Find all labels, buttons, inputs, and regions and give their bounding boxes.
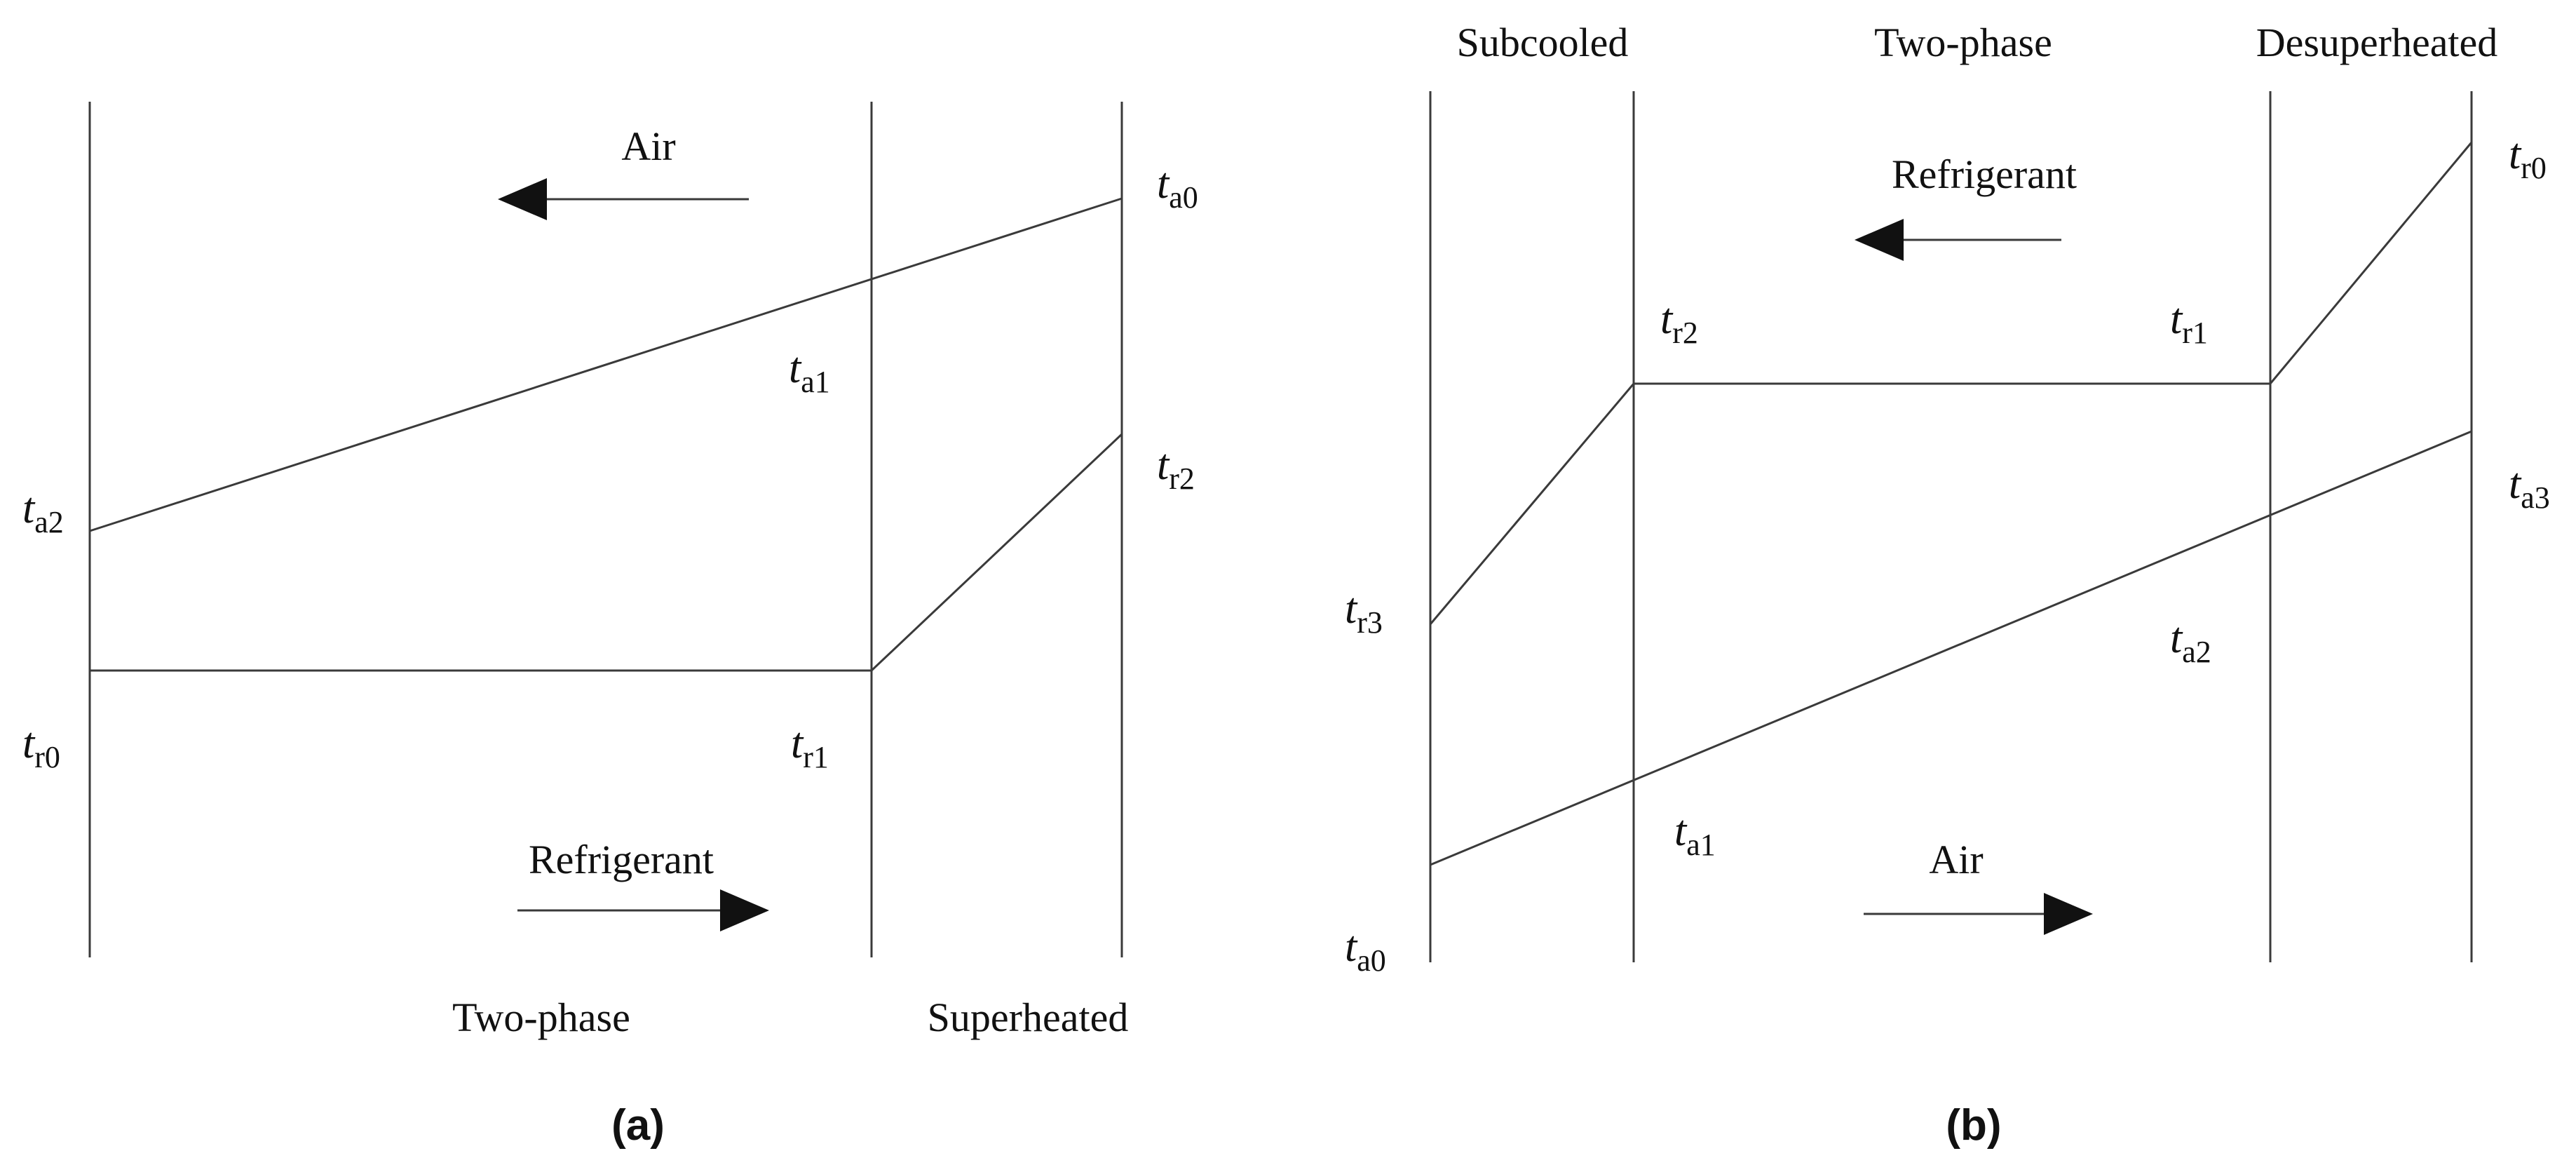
panel-a-label-ta1: ta1 [789,344,830,399]
panel-b-caption: (b) [1946,1101,2001,1150]
panel-b-air-label: Air [1929,837,1983,882]
panel-a-label-tr0: tr0 [22,720,60,774]
panel-a-label-tr1: tr1 [791,720,829,774]
panel-a-label-ta0: ta0 [1157,160,1198,215]
panel-b-label-tr1: tr1 [2170,295,2208,350]
panel-a-air-flow-arrow [498,178,749,220]
panel-a-air-temperature-line [89,197,1123,532]
panel-b: Refrigerant Air Subcooled Two-phase Desu… [1345,20,2550,1150]
panel-a-caption: (a) [611,1101,665,1150]
panel-a-label-tr2: tr2 [1157,441,1195,496]
panel-b-label-ta3: ta3 [2509,460,2550,515]
panel-b-two-phase-label: Two-phase [1874,20,2052,65]
panel-b-refrigerant-temperature-line [1429,142,2473,625]
panel-a-refrigerant-label: Refrigerant [529,837,714,882]
panel-b-refrigerant-flow-arrow [1855,219,2061,261]
panel-a-label-ta2: ta2 [22,485,64,539]
panel-b-refrigerant-label: Refrigerant [1892,152,2077,197]
panel-b-desuperheated-label: Desuperheated [2256,20,2498,65]
panel-a-air-label: Air [621,123,675,169]
panel-b-label-ta0: ta0 [1345,923,1386,978]
panel-a-refrigerant-temperature-line [90,433,1123,672]
panel-b-air-temperature-line [1430,430,2472,866]
panel-b-label-tr2: tr2 [1660,295,1698,350]
panel-a-refrigerant-flow-arrow [517,889,769,931]
panel-a-superheated-label: Superheated [928,995,1129,1040]
panel-b-label-tr0: tr0 [2509,130,2547,185]
panel-b-label-ta1: ta1 [1674,807,1716,862]
panel-b-label-tr3: tr3 [1345,585,1383,640]
panel-b-air-flow-arrow [1864,893,2093,935]
panel-b-label-ta2: ta2 [2170,614,2211,669]
panel-a-two-phase-label: Two-phase [452,995,630,1040]
panel-a: Air Refrigerant Two-phase Superheated ta… [22,102,1198,1150]
panel-b-subcooled-label: Subcooled [1457,20,1629,65]
